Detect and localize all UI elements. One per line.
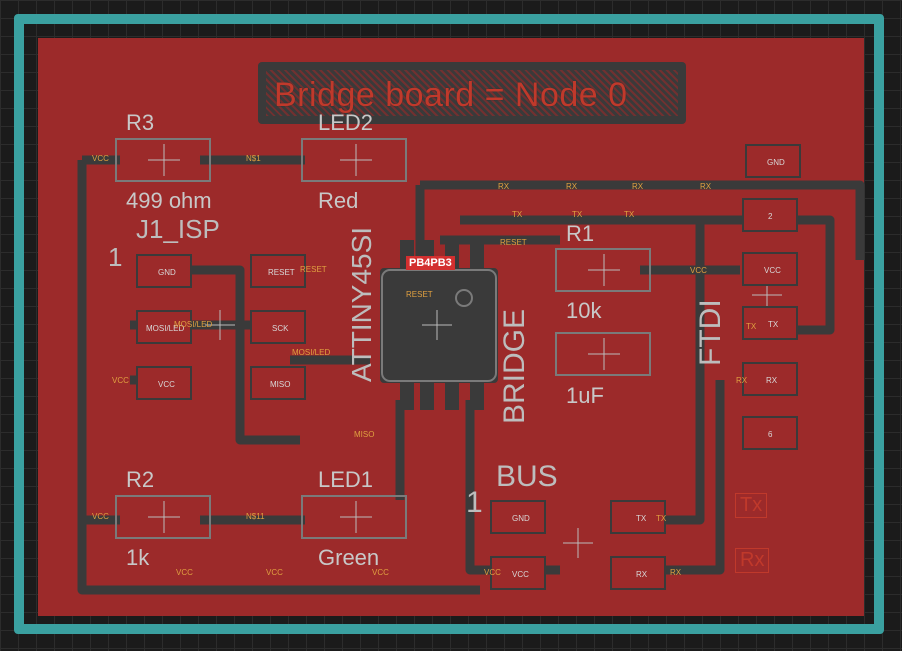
ftdi-ref[interactable]: FTDI (694, 299, 727, 366)
led2-value[interactable]: Red (318, 188, 359, 213)
board-outline (14, 14, 884, 634)
isp-pad-3[interactable]: MOSI/LED (136, 310, 192, 344)
bus-pad-1[interactable]: GND (490, 500, 546, 534)
bus-ref[interactable]: BUS (496, 460, 558, 493)
net-rx-4: RX (700, 182, 712, 191)
led1-value[interactable]: Green (318, 545, 380, 570)
bus-pad-4[interactable]: RX (610, 556, 666, 590)
net-mosi-ic: MOSI/LED (292, 348, 331, 357)
net-vcc-bottom-1: VCC (176, 568, 193, 577)
net-vcc-bus: VCC (484, 568, 501, 577)
tx-silk[interactable]: Tx (735, 493, 768, 518)
net-rx-3: RX (632, 182, 644, 191)
net-rx-2: RX (566, 182, 578, 191)
net-reset-isp: RESET (300, 265, 327, 274)
net-tx-1: TX (512, 210, 523, 219)
pin-tooltip: PB4PB3 (406, 256, 455, 270)
ftdi-pad-5[interactable]: RX (742, 362, 798, 396)
bus-pad-3[interactable]: VCC (490, 556, 546, 590)
r3-ref[interactable]: R3 (126, 110, 155, 135)
net-reset-r1: RESET (500, 238, 527, 247)
bus-pin1: 1 (466, 486, 483, 519)
isp-pad-5[interactable]: VCC (136, 366, 192, 400)
ftdi-pad-4[interactable]: TX (742, 306, 798, 340)
net-tx-bus: TX (656, 514, 667, 523)
net-rx-bus: RX (670, 568, 682, 577)
rx-silk[interactable]: Rx (735, 548, 770, 573)
c1-value[interactable]: 1uF (566, 383, 604, 408)
r1-value[interactable]: 10k (566, 298, 602, 323)
r3-value[interactable]: 499 ohm (126, 188, 212, 213)
isp-pad-1[interactable]: GND (136, 254, 192, 288)
isp-pin1: 1 (108, 242, 123, 272)
r1-ref[interactable]: R1 (566, 221, 595, 246)
title-hatch (266, 70, 678, 116)
led2-ref[interactable]: LED2 (318, 110, 374, 135)
r2-value[interactable]: 1k (126, 545, 150, 570)
net-vcc-ftdi: VCC (690, 266, 707, 275)
net-vcc-isp: VCC (112, 376, 129, 385)
net-vcc-bottom-2: VCC (266, 568, 283, 577)
ic-value[interactable]: BRIDGE (498, 308, 531, 424)
ftdi-pad-1[interactable]: GND (745, 144, 801, 178)
net-vcc-r2: VCC (92, 512, 109, 521)
led1-ref[interactable]: LED1 (318, 467, 374, 492)
net-miso: MISO (354, 430, 375, 439)
ftdi-pad-3[interactable]: VCC (742, 252, 798, 286)
ftdi-pad-2[interactable]: 2 (742, 198, 798, 232)
net-vcc-r3: VCC (92, 154, 109, 163)
ftdi-pad-6[interactable]: 6 (742, 416, 798, 450)
board-title[interactable]: Bridge board = Node 0 (274, 76, 628, 114)
net-rx-ftdi: RX (736, 376, 748, 385)
net-n11: N$11 (246, 512, 265, 521)
net-vcc-bottom-3: VCC (372, 568, 389, 577)
net-tx-3: TX (624, 210, 635, 219)
net-rx-1: RX (498, 182, 510, 191)
net-mosi-isp: MOSI/LED (174, 320, 213, 329)
ic-ref[interactable]: ATTINY45SI (346, 226, 377, 382)
isp-pad-6[interactable]: MISO (250, 366, 306, 400)
r2-ref[interactable]: R2 (126, 467, 155, 492)
bus-pad-2[interactable]: TX (610, 500, 666, 534)
isp-pad-2[interactable]: RESET (250, 254, 306, 288)
net-reset-ic: RESET (406, 290, 433, 299)
net-n1: N$1 (246, 154, 261, 163)
net-tx-ftdi: TX (746, 322, 757, 331)
isp-ref[interactable]: J1_ISP (136, 214, 220, 244)
net-tx-2: TX (572, 210, 583, 219)
isp-pad-4[interactable]: SCK (250, 310, 306, 344)
